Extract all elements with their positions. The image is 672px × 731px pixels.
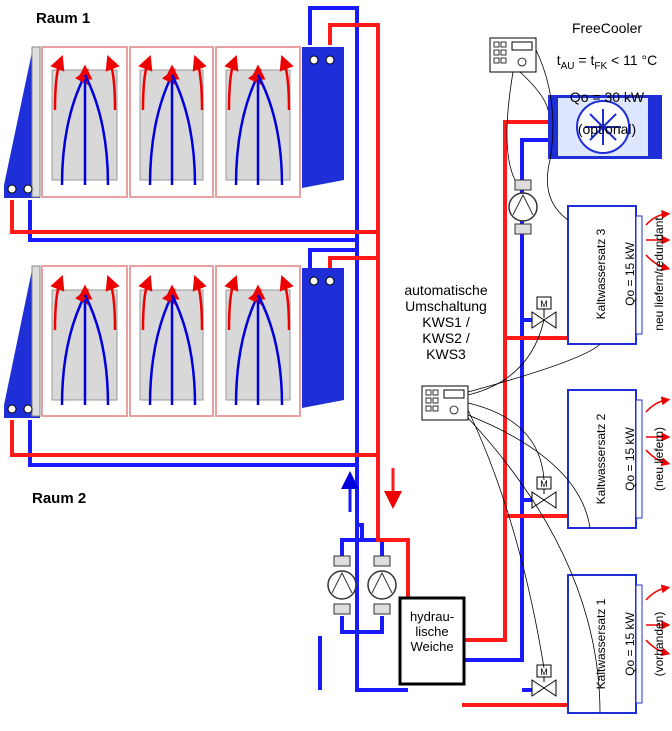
freecooler-title: FreeCooler xyxy=(571,20,643,37)
circulation-pumps xyxy=(327,179,538,615)
freecooler-label: FreeCooler tAU = tFK < 11 °C Qo = 30 kW … xyxy=(548,4,666,153)
chiller-2 xyxy=(567,389,643,529)
svg-text:M: M xyxy=(540,299,548,309)
room2-cooler-left xyxy=(4,270,40,418)
flow-arrows xyxy=(341,468,402,512)
room2-label: Raum 2 xyxy=(32,490,87,507)
control-wiring xyxy=(467,49,601,714)
motor-valves: M M M xyxy=(531,296,557,697)
room1-cooler-right xyxy=(302,47,344,188)
hydraulic-switch-box xyxy=(398,596,466,686)
supply-piping xyxy=(28,6,548,692)
chiller-1-label: Kaltwassersatz 1 Qo = 15 kW (vorhanden) xyxy=(594,598,666,690)
room2-rack-row xyxy=(4,265,344,418)
chiller-3 xyxy=(567,205,643,345)
freecooler-note: (optional) xyxy=(577,120,637,137)
chiller-2-label: Kaltwassersatz 2 Qo = 15 kW (neu liefern… xyxy=(594,413,666,505)
room1-label: Raum 1 xyxy=(36,10,91,27)
freecooler-unit xyxy=(548,95,662,159)
freecooler-condition: tAU = tFK < 11 °C xyxy=(556,52,658,73)
pump-freecooler-icon xyxy=(508,179,538,235)
svg-text:M: M xyxy=(540,667,548,677)
pump-right-icon xyxy=(367,555,397,615)
controller-switchover-icon xyxy=(421,385,469,421)
room1-rack-row xyxy=(4,46,344,198)
svg-text:M: M xyxy=(540,479,548,489)
chiller-3-label: Kaltwassersatz 3 Qo = 15 kW neu liefern/… xyxy=(594,217,666,331)
valve-chiller-2-icon: M xyxy=(531,476,557,509)
room2-cooler-right xyxy=(302,268,344,408)
controller-top-icon xyxy=(489,37,537,73)
valve-chiller-1-icon: M xyxy=(531,664,557,697)
valve-chiller-3-icon: M xyxy=(531,296,557,329)
hydraulic-switch-label: hydrau- lische Weiche xyxy=(409,609,455,654)
room1-cooler-left xyxy=(4,52,40,198)
return-piping xyxy=(10,23,568,707)
pump-left-icon xyxy=(327,555,357,615)
freecooler-capacity: Qo = 30 kW xyxy=(569,88,645,105)
switchover-label: automatische Umschaltung KWS1 / KWS2 / K… xyxy=(404,282,488,363)
heat-exhaust-arrows xyxy=(645,209,671,657)
chiller-1 xyxy=(567,574,643,714)
